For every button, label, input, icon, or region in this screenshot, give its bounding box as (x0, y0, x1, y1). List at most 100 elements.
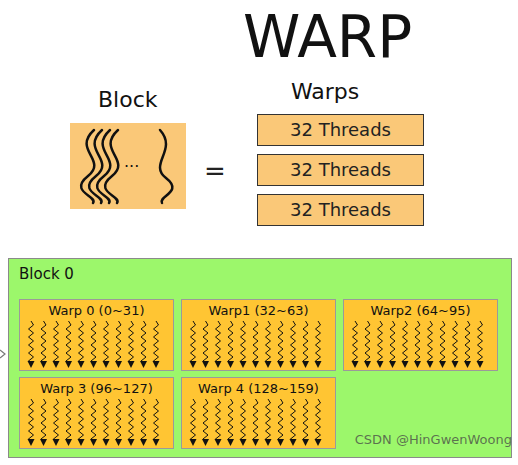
box-text: 32 Threads (290, 119, 391, 141)
thread-line (154, 321, 159, 362)
thread-arrowhead (277, 361, 284, 368)
thread-arrowhead (202, 439, 209, 446)
thread-line (91, 321, 96, 362)
thread-arrowhead (103, 439, 110, 446)
thread-line (191, 399, 196, 440)
thread-line (253, 321, 258, 362)
thread-line (278, 399, 283, 440)
thread-line (141, 399, 146, 440)
thread-line (66, 321, 71, 362)
thread-arrowhead (240, 439, 247, 446)
thread-arrowhead (464, 361, 471, 368)
thread-line (291, 321, 296, 362)
thread-arrowhead (302, 439, 309, 446)
thread-line (253, 399, 258, 440)
thread-arrowhead (103, 361, 110, 368)
thread-arrowhead (90, 361, 97, 368)
thread-line (79, 399, 84, 440)
thread-line (54, 321, 59, 362)
thread-line (316, 321, 321, 362)
thread-line (478, 321, 483, 362)
block-illustration: Block... (70, 86, 186, 209)
thread-arrowhead (90, 439, 97, 446)
thread-box: 32 Threads (257, 114, 424, 146)
thread-arrowhead (115, 361, 122, 368)
thread-arrowhead (128, 361, 135, 368)
ellipsis-dots: ... (124, 153, 139, 171)
thread-line (428, 321, 433, 362)
thread-arrowhead (240, 361, 247, 368)
diagram-title: WARP (243, 4, 412, 70)
thread-curve (160, 130, 172, 203)
thread-line (453, 321, 458, 362)
warp-box: Warp 4 (128~159) (181, 377, 336, 449)
thread-arrowhead (227, 439, 234, 446)
thread-arrowhead (53, 361, 60, 368)
thread-arrowhead (40, 439, 47, 446)
thread-arrowhead (28, 361, 35, 368)
thread-arrowhead (427, 361, 434, 368)
thread-arrowhead (215, 439, 222, 446)
thread-arrowhead (65, 361, 72, 368)
thread-arrowhead (452, 361, 459, 368)
thread-line (116, 399, 121, 440)
thread-line (104, 399, 109, 440)
thread-line (79, 321, 84, 362)
group-heading: Warps (291, 78, 359, 106)
thread-line (241, 321, 246, 362)
edge-tick (0, 350, 5, 358)
thread-line (154, 399, 159, 440)
thread-line (54, 399, 59, 440)
thread-line (303, 321, 308, 362)
thread-arrowhead (140, 361, 147, 368)
thread-arrowhead (140, 439, 147, 446)
block-thread-curves (81, 130, 172, 203)
equals-sign: = (204, 156, 226, 186)
warp-heading: Warp1 (32~63) (182, 303, 335, 319)
thread-line (291, 399, 296, 440)
thread-line (91, 399, 96, 440)
thread-line (29, 399, 34, 440)
thread-line (129, 399, 134, 440)
thread-arrowhead (28, 439, 35, 446)
thread-line (41, 321, 46, 362)
warp-box: Warp2 (64~95) (343, 299, 498, 371)
thread-arrowhead (377, 361, 384, 368)
thread-arrowhead (53, 439, 60, 446)
thread-arrowhead (402, 361, 409, 368)
thread-line (191, 321, 196, 362)
thread-line (303, 399, 308, 440)
thread-arrowhead (477, 361, 484, 368)
thread-line (66, 399, 71, 440)
thread-line (228, 399, 233, 440)
thread-curve (97, 130, 110, 203)
thread-arrowhead (153, 439, 160, 446)
warp-box: Warp1 (32~63) (181, 299, 336, 371)
block-square: ... (70, 123, 186, 209)
thread-line (216, 399, 221, 440)
thread-arrowhead (128, 439, 135, 446)
thread-arrowhead (215, 361, 222, 368)
thread-arrowhead (65, 439, 72, 446)
thread-arrowhead (290, 361, 297, 368)
thread-line (278, 321, 283, 362)
thread-arrowhead (115, 439, 122, 446)
thread-arrowhead (265, 361, 272, 368)
thread-line (203, 321, 208, 362)
thread-arrowhead (290, 439, 297, 446)
thread-line (41, 399, 46, 440)
thread-box: 32 Threads (257, 154, 424, 186)
thread-arrowhead (265, 439, 272, 446)
thread-arrowhead (364, 361, 371, 368)
thread-curve (105, 130, 118, 203)
thread-line (129, 321, 134, 362)
thread-line (415, 321, 420, 362)
thread-line (403, 321, 408, 362)
thread-line (316, 399, 321, 440)
thread-line (266, 321, 271, 362)
thread-line (29, 321, 34, 362)
thread-line (241, 399, 246, 440)
thread-line (378, 321, 383, 362)
thread-arrowhead (227, 361, 234, 368)
